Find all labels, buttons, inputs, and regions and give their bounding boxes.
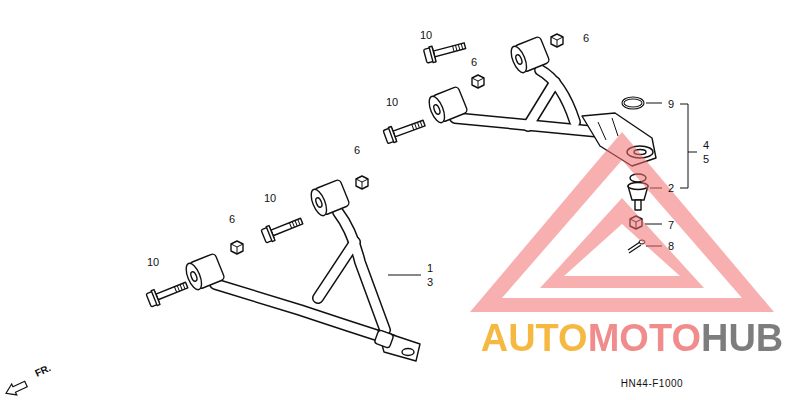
callout-number: 7 — [668, 220, 674, 231]
callout-number: 10 — [386, 97, 398, 108]
callout-number: 10 — [420, 30, 432, 41]
callout-number: 6 — [471, 57, 477, 68]
callout-number: 10 — [264, 193, 276, 204]
watermark: AUTOMOTOHUB — [481, 319, 784, 357]
callout-number: 3 — [427, 277, 433, 288]
callout-number: 6 — [583, 33, 589, 44]
watermark-triangle — [470, 132, 774, 312]
callout-number: 8 — [668, 241, 674, 252]
callout-number: 4 — [703, 140, 709, 151]
callout-number: 6 — [229, 214, 235, 225]
callout-number: 6 — [354, 145, 360, 156]
front-arrow-label: FR. — [34, 363, 53, 379]
callout-number: 5 — [703, 154, 709, 165]
drawing-code: HN44-F1000 — [621, 379, 683, 389]
callout-number: 2 — [668, 183, 674, 194]
callout-number: 1 — [427, 263, 433, 274]
callout-number: 9 — [668, 99, 674, 110]
lower-arm — [183, 179, 420, 361]
callout-number: 10 — [147, 257, 159, 268]
